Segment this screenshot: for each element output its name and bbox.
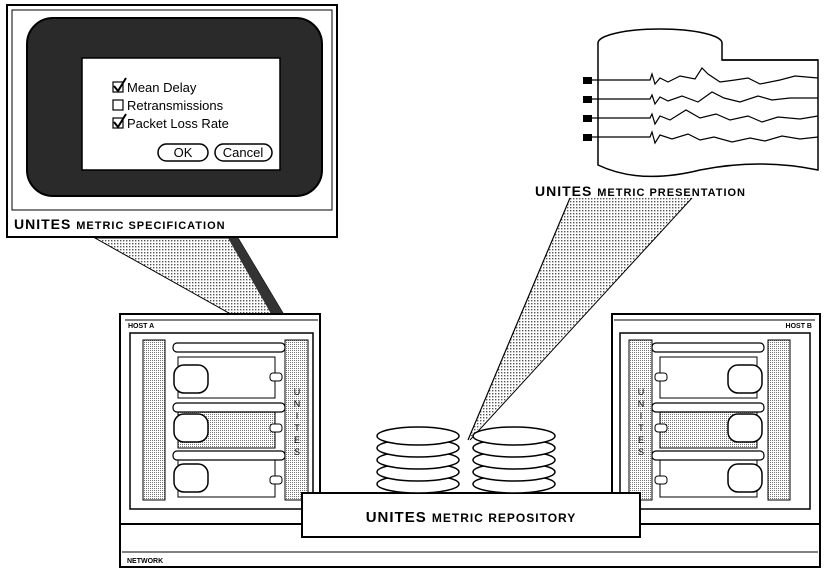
trace-marker: [583, 115, 592, 122]
trace-marker: [583, 77, 592, 84]
host-a-unites-column: [284, 339, 309, 501]
repository-box: [301, 492, 641, 538]
metric-traces: [583, 67, 819, 145]
network-bar: [119, 522, 821, 568]
trace-marker: [583, 96, 592, 103]
metric-repository: UNITES Metric Repository: [301, 426, 641, 538]
option-retransmissions[interactable]: Retransmissions: [112, 98, 224, 113]
option-label-packet-loss-rate: Packet Loss Rate: [127, 116, 229, 131]
spec-title: UNITES Metric Specification: [14, 216, 226, 232]
presentation-title: UNITES Metric Presentation: [535, 183, 746, 199]
data-scroll: [597, 43, 819, 178]
checkbox-retransmissions[interactable]: [112, 99, 124, 111]
presentation-graphic: UNITES Metric Presentation: [467, 28, 819, 441]
option-packet-loss-rate[interactable]: Packet Loss Rate: [112, 113, 229, 131]
network-label: NETWORK: [127, 558, 163, 565]
repository-title: UNITES Metric Repository: [366, 509, 577, 526]
disk-stack-right: [472, 426, 556, 494]
network: NETWORK: [119, 522, 821, 568]
disk-stack-left: [376, 426, 460, 494]
check-icon: [113, 113, 127, 129]
cancel-button-label: Cancel: [223, 145, 264, 160]
check-icon: [113, 77, 127, 93]
host-a-label: HOST A: [128, 323, 154, 330]
specification-monitor: Mean Delay Retransmissions Packet Loss R…: [6, 4, 338, 336]
option-mean-delay[interactable]: Mean Delay: [112, 77, 197, 95]
cancel-button[interactable]: Cancel: [214, 143, 273, 162]
ok-button[interactable]: OK: [157, 143, 209, 162]
trace-marker: [583, 134, 592, 141]
option-label-retransmissions: Retransmissions: [127, 98, 224, 113]
spec-callout-shadow: [228, 238, 296, 335]
ok-button-label: OK: [174, 145, 193, 160]
host-b-label: HOST B: [786, 323, 812, 330]
option-label-mean-delay: Mean Delay: [127, 80, 197, 95]
